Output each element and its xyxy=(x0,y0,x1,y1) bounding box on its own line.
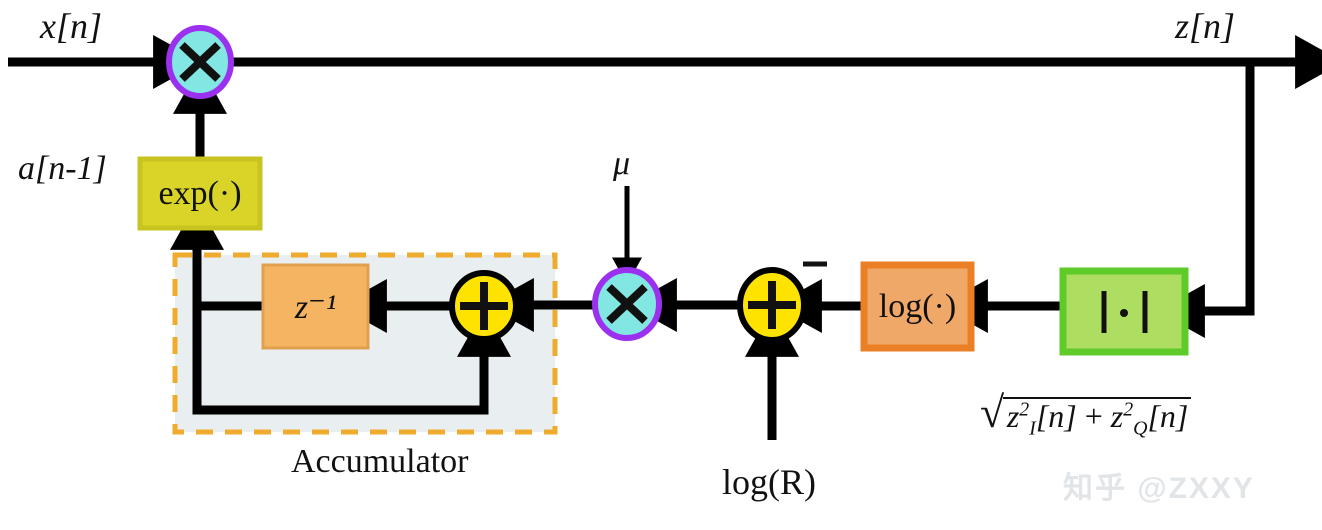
term-1-base: z xyxy=(1006,398,1020,434)
term-1-index: [n] xyxy=(1035,398,1077,434)
accumulator-caption: Accumulator xyxy=(291,443,469,480)
accumulator-adder-glyph xyxy=(460,282,508,330)
exp-block[interactable] xyxy=(137,156,263,231)
term-2-base: z xyxy=(1110,398,1124,434)
output-signal-label: z[n] xyxy=(1175,6,1236,46)
term-2-subscript: Q xyxy=(1133,417,1148,440)
step-size-label: μ xyxy=(613,145,631,182)
mu-multiplier-glyph xyxy=(606,284,648,324)
input-signal-label: x[n] xyxy=(40,6,102,46)
wire-output-tap-to-magnitude xyxy=(1156,62,1255,338)
term-2-index: [n] xyxy=(1147,398,1189,434)
sqrt-radical-glyph: √ xyxy=(980,388,1005,437)
sqrt-expression: √ z2I[n] + z2Q[n] xyxy=(980,391,1192,440)
input-multiplier-glyph xyxy=(179,42,221,82)
log-block[interactable] xyxy=(860,261,975,352)
log-block-label: log(·) xyxy=(878,287,957,325)
formula-operator: + xyxy=(1084,398,1103,434)
gain-signal-label: a[n-1] xyxy=(18,150,107,187)
magnitude-glyph xyxy=(1101,291,1148,333)
term-2-exponent: 2 xyxy=(1123,398,1134,421)
term-1-exponent: 2 xyxy=(1019,398,1030,421)
sqrt-overbar xyxy=(1003,397,1192,399)
reference-level-label: log(R) xyxy=(722,462,816,502)
delay-block-label: z⁻¹ xyxy=(294,288,337,326)
magnitude-formula: √ z2I[n] + z2Q[n] xyxy=(980,391,1192,440)
exp-block-label: exp(·) xyxy=(158,174,242,212)
error-adder-glyph xyxy=(748,281,796,329)
radicand: z2I[n] + z2Q[n] xyxy=(1004,398,1191,439)
delay-block[interactable] xyxy=(261,263,370,350)
term-1-subscript: I xyxy=(1029,417,1036,440)
site-watermark: 知乎 @ZXXY xyxy=(1063,472,1255,505)
wire-accumulator-feedback-loop xyxy=(192,306,511,415)
